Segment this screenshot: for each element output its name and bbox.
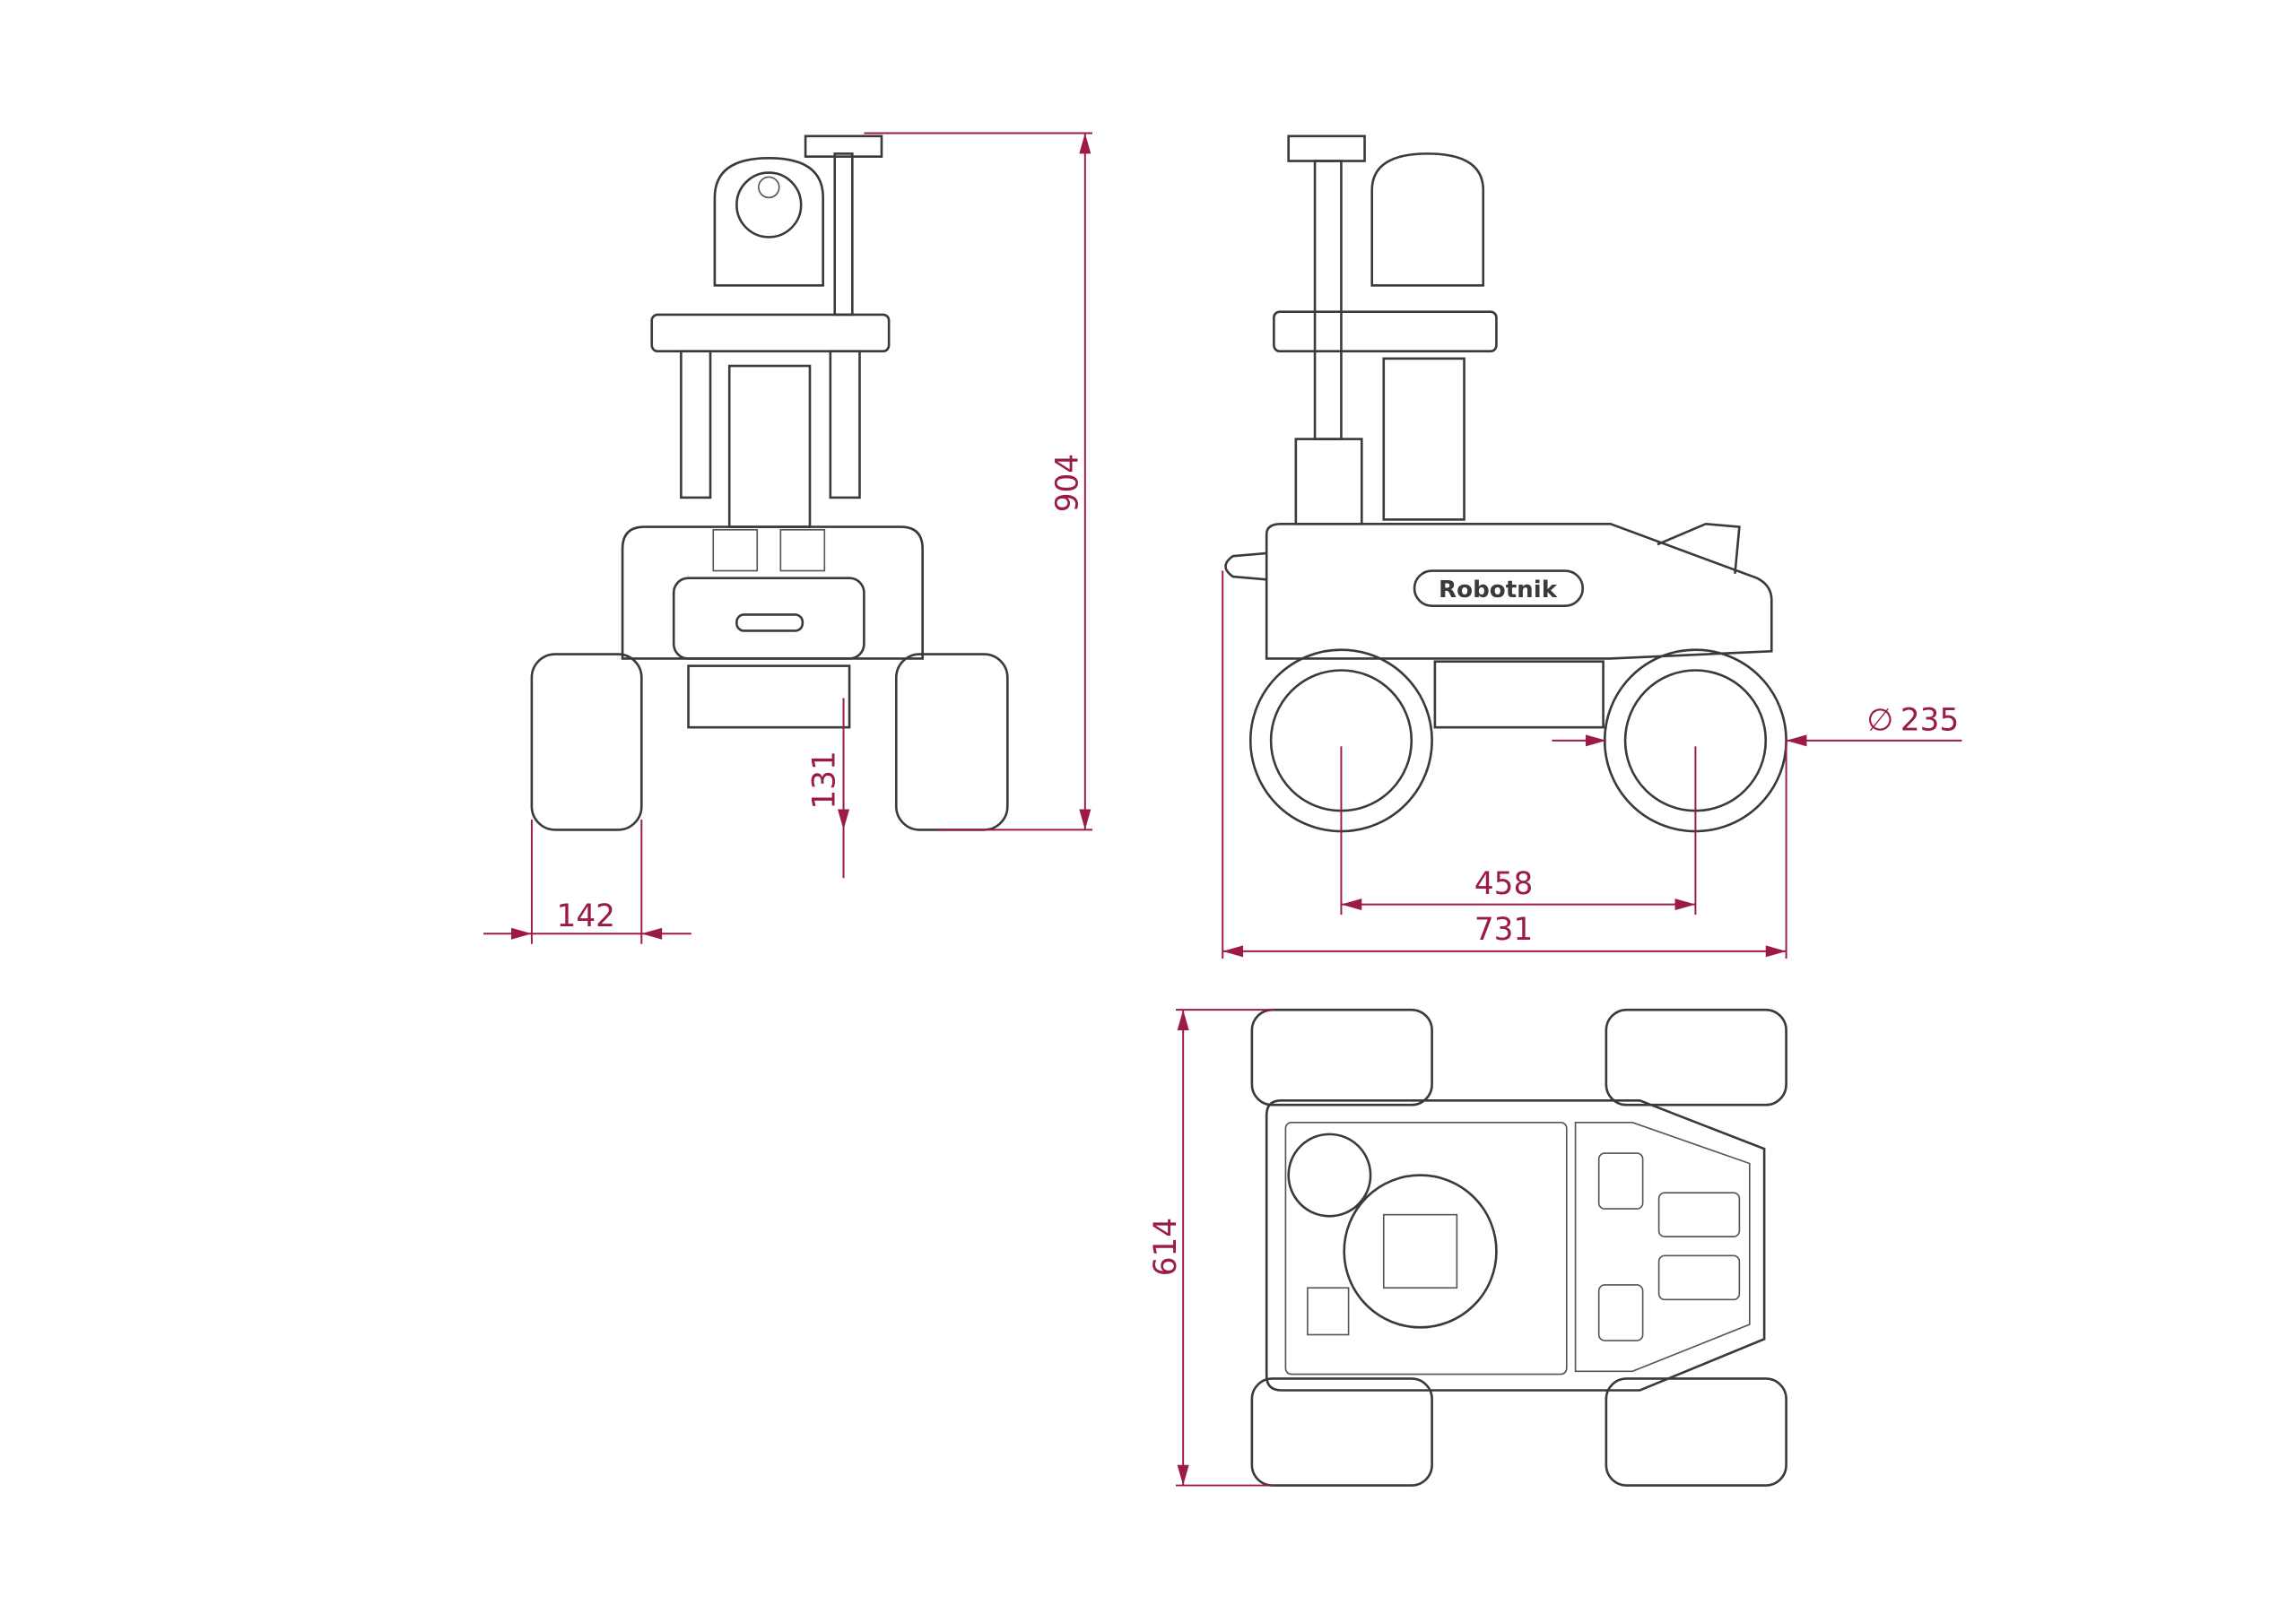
top-camera-body — [1382, 1213, 1458, 1289]
dimension-diameter-symbol: ∅ — [1866, 702, 1893, 738]
dimension-wheelbase: 458 — [1340, 746, 1697, 916]
top-body — [1265, 1099, 1766, 1392]
side-rear-sensor — [1657, 522, 1741, 574]
dimension-label-904: 904 — [1050, 454, 1086, 512]
side-chassis-bracket — [1433, 660, 1605, 729]
nose-cone — [1224, 551, 1267, 581]
front-slot — [735, 613, 804, 632]
top-plate — [1284, 1122, 1568, 1376]
dimension-total-length: 731 — [1222, 570, 1787, 959]
front-port-right — [779, 529, 826, 572]
dimension-ground-clearance: 131 — [807, 698, 850, 879]
front-left-tire — [530, 653, 643, 831]
top-tire-front-left — [1605, 1008, 1787, 1107]
side-view: Robotnik — [1224, 135, 1787, 833]
top-tire-rear-right — [1250, 1377, 1433, 1487]
top-vent-3 — [1657, 1192, 1741, 1237]
camera-lens-inner — [758, 176, 780, 199]
front-view — [530, 135, 1009, 831]
top-tire-rear-left — [1250, 1008, 1433, 1107]
top-vent-2 — [1597, 1284, 1644, 1341]
dimension-wheel-width: 142 — [483, 819, 691, 944]
dimension-label-235: 235 — [1900, 702, 1959, 738]
side-body — [1265, 522, 1773, 660]
dimension-total-width: 614 — [1148, 1009, 1274, 1487]
front-antenna — [833, 152, 854, 317]
top-camera — [1343, 1174, 1498, 1329]
robotnik-logo: Robotnik — [1439, 577, 1558, 603]
top-vent-4 — [1657, 1254, 1741, 1301]
front-camera — [713, 156, 824, 287]
front-mast-base — [727, 364, 812, 528]
side-camera-base — [1382, 357, 1465, 521]
top-antenna — [1287, 1133, 1372, 1218]
dimension-label-731: 731 — [1474, 912, 1533, 948]
front-pillar-left — [680, 350, 712, 499]
camera-lens — [735, 171, 803, 239]
dimension-label-614: 614 — [1148, 1218, 1184, 1276]
front-pillar-right — [829, 350, 861, 499]
side-camera — [1370, 152, 1485, 287]
front-port-left — [712, 529, 759, 572]
front-panel — [672, 577, 865, 660]
front-bumper — [687, 664, 851, 729]
dimension-wheel-diameter: ∅ 235 — [1552, 702, 1962, 747]
side-mast — [1294, 438, 1363, 525]
dimension-total-height: 904 — [864, 132, 1092, 831]
side-pole-top — [1287, 135, 1366, 162]
top-view — [1250, 1008, 1787, 1487]
top-rear-plate — [1574, 1122, 1751, 1373]
side-pole — [1313, 160, 1343, 440]
front-body — [621, 525, 924, 660]
side-top-plate — [1273, 310, 1498, 353]
front-right-tire — [894, 653, 1009, 831]
top-tire-front-right — [1605, 1377, 1787, 1487]
logo-badge — [1413, 569, 1585, 607]
top-sensor — [1307, 1287, 1350, 1336]
top-vent-1 — [1597, 1152, 1644, 1210]
dimension-label-142: 142 — [557, 898, 615, 934]
dimension-label-131: 131 — [807, 751, 843, 809]
front-antenna-top — [804, 135, 883, 158]
front-top-plate — [650, 313, 891, 353]
dimension-label-458: 458 — [1474, 866, 1533, 902]
